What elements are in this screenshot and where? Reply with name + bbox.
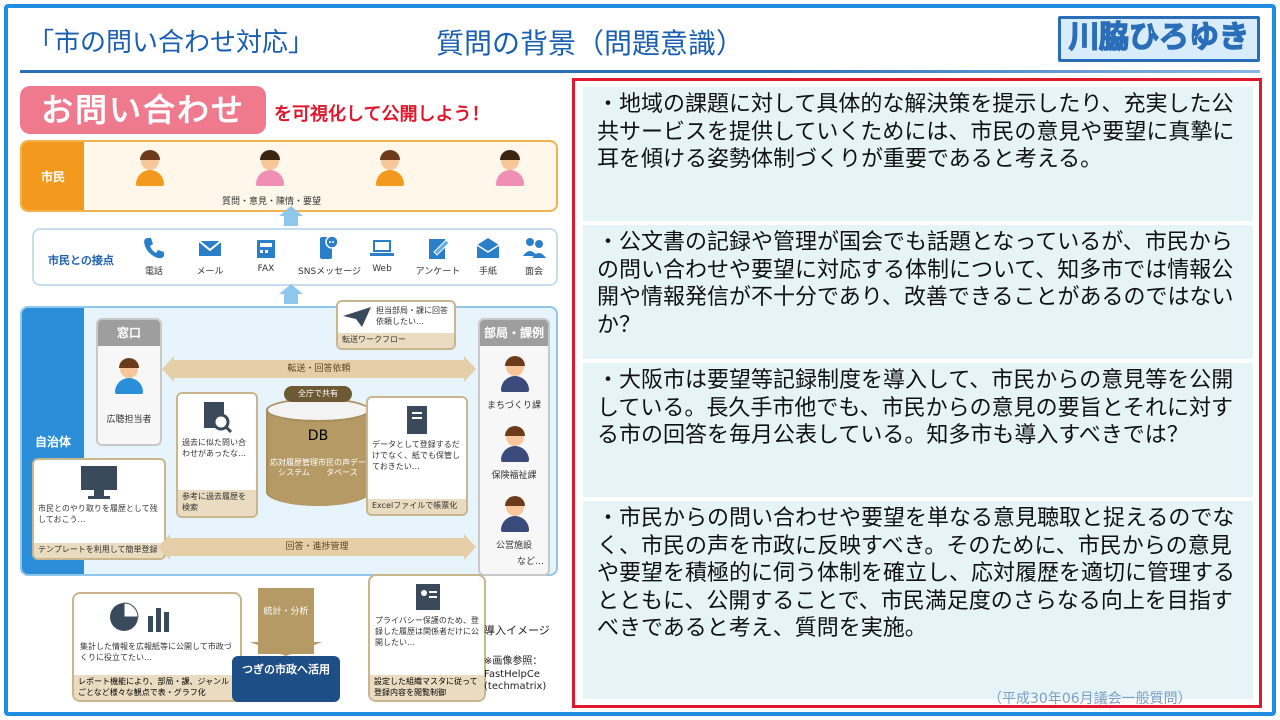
paragraph-2: ・公文書の記録や管理が国会でも話題となっているが、市民からの問い合わせや要望に対… xyxy=(583,225,1253,359)
infographic: お問い合わせ を可視化して公開しよう！ 市民 質問・意見・陳情・要望 市民との接… xyxy=(14,80,566,710)
pie-bar-chart-icon xyxy=(110,602,169,632)
database-cylinder: 全庁で共有 DB 応対履歴管理システム 市民の声データベース xyxy=(266,386,370,512)
template-callout-foot: テンプレートを利用して簡単登録 xyxy=(34,543,164,558)
data-callout-foot: Excelファイルで帳票化 xyxy=(368,499,466,514)
survey-icon xyxy=(429,239,450,259)
past-callout-foot: 参考に過去履歴を検索 xyxy=(178,490,256,516)
down-arrow-head-icon xyxy=(250,642,322,656)
paragraph-4: ・市民からの問い合わせや要望を単なる意見聴取と捉えるのでなく、市民の声を市政に反… xyxy=(583,501,1253,699)
privacy-foot: 設定した組織マスタに従って登録内容を閲覧制御 xyxy=(370,675,484,700)
department-role: まちづくり課 xyxy=(486,401,541,411)
department-column: 部局・課例 まちづくり課 保険福祉課 公営施設 など… xyxy=(478,318,550,576)
statistics-box: 集計した情報を広報紙等に公開して市政づくりに役立てたい… レポート機能により、部… xyxy=(72,592,242,702)
statistics-text: 集計した情報を広報紙等に公開して市政づくりに役立てたい… xyxy=(80,642,232,662)
staff-icon xyxy=(497,426,533,462)
citizen-person-icon xyxy=(132,150,168,186)
next-policy-box: つぎの市政へ活用 xyxy=(232,656,340,702)
channel-mail: メール xyxy=(182,234,238,277)
up-arrow-icon xyxy=(279,284,303,304)
department-role: 保険福祉課 xyxy=(491,471,537,481)
channel-survey: アンケート xyxy=(410,234,466,277)
forward-callout: 担当部局・課に回答依頼したい… 転送ワークフロー xyxy=(336,300,456,350)
phone-icon xyxy=(144,238,164,259)
window-role: 広聴担当者 xyxy=(106,415,152,425)
forward-callout-foot: 転送ワークフロー xyxy=(338,333,454,348)
privacy-box: プライバシー保護のため、登録した履歴は関係者だけに公開したい… 設定した組織マス… xyxy=(368,574,486,702)
data-callout-text: データとして登録するだけでなく、紙でも保管しておきたい… xyxy=(372,440,460,471)
past-history-callout: 過去に似た問い合わせがあったな… 参考に過去履歴を検索 xyxy=(176,392,258,518)
channel-sns: SNSメッセージ xyxy=(298,234,361,277)
channel-web: Web xyxy=(354,234,410,274)
letter-icon xyxy=(476,238,500,258)
citizen-box: 市民 質問・意見・陳情・要望 xyxy=(20,140,558,212)
channel-label: メール xyxy=(196,267,224,277)
document-search-icon xyxy=(204,402,233,434)
citizen-items-text: 質問・意見・陳情・要望 xyxy=(222,197,322,207)
db-left-label: 応対履歴管理システム xyxy=(270,458,318,477)
sns-message-icon xyxy=(320,235,339,259)
template-callout: 市民とのやり取りを履歴として残しておこう… テンプレートを利用して簡単登録 xyxy=(32,458,166,560)
text-panel: ・地域の課題に対して具体的な解決策を提示したり、充実した公共サービスを提供してい… xyxy=(572,78,1262,708)
image-caption: 導入イメージ xyxy=(484,624,550,637)
department-more: など… xyxy=(516,557,544,567)
forward-callout-text: 担当部局・課に回答依頼したい… xyxy=(376,306,448,326)
channel-label: Web xyxy=(372,264,392,274)
staff-icon xyxy=(497,496,533,532)
past-callout-text: 過去に似た問い合わせがあったな… xyxy=(182,438,246,458)
mail-icon xyxy=(198,240,222,256)
statistics-arrow-label: 統計・分析 xyxy=(263,607,309,617)
channel-label: 面会 xyxy=(524,267,543,277)
up-arrow-icon xyxy=(279,206,303,226)
paragraph-3: ・大阪市は要望等記録制度を導入して、市民からの意見等を公開している。長久手市他で… xyxy=(583,363,1253,497)
privacy-text: プライバシー保護のため、登録した履歴は関係者だけに公開したい… xyxy=(375,616,479,647)
statistics-foot: レポート機能により、部局・課、ジャンルごとなど様々な観点で表・グラフ化 xyxy=(74,675,240,700)
channel-label: アンケート xyxy=(415,267,461,277)
channel-label: 手紙 xyxy=(478,267,497,277)
monitor-icon xyxy=(81,466,117,499)
db-share-label: 全庁で共有 xyxy=(284,386,352,402)
header-divider xyxy=(20,70,1260,73)
citizen-person-icon xyxy=(492,150,528,186)
channel-meeting: 面会 xyxy=(506,234,562,277)
db-label: DB xyxy=(307,428,329,444)
staff-icon xyxy=(497,356,533,392)
inquiry-banner: お問い合わせ xyxy=(20,86,266,134)
template-callout-text: 市民とのやり取りを履歴として残しておこう… xyxy=(38,504,158,524)
paper-plane-icon xyxy=(343,307,371,327)
citizen-label: 市民 xyxy=(22,142,84,210)
channel-label: 電話 xyxy=(144,267,163,277)
citizen-person-icon xyxy=(372,150,408,186)
channel-label: SNSメッセージ xyxy=(298,267,361,277)
contact-box: 市民との接点 電話 メール FAX SNSメッセージ Web アンケート 手紙 xyxy=(32,228,558,286)
id-card-icon xyxy=(416,584,440,610)
banner-tail-text: を可視化して公開しよう！ xyxy=(274,104,490,125)
window-head: 窓口 xyxy=(98,320,160,346)
db-right-label: 市民の声データベース xyxy=(318,458,366,477)
paragraph-1: ・地域の課題に対して具体的な解決策を提示したり、充実した公共サービスを提供してい… xyxy=(583,87,1253,221)
meeting-icon xyxy=(523,238,546,258)
channel-fax: FAX xyxy=(238,234,294,274)
channel-label: FAX xyxy=(257,264,275,274)
slide-frame xyxy=(4,4,1276,716)
fax-icon xyxy=(257,240,275,258)
department-head: 部局・課例 xyxy=(480,320,548,346)
window-column: 窓口 広聴担当者 xyxy=(96,318,162,446)
laptop-icon xyxy=(370,240,394,256)
author-badge: 川脇ひろゆき xyxy=(1058,16,1260,62)
image-reference: ※画像参照：FastHelpCe (techmatrix) xyxy=(484,656,547,692)
header-center-title: 質問の背景（問題意識） xyxy=(436,27,745,60)
binder-icon xyxy=(407,406,427,434)
header-left-title: 「市の問い合わせ対応」 xyxy=(28,28,315,58)
channel-phone: 電話 xyxy=(126,234,182,277)
flow-forward-bar: 転送・回答依頼 xyxy=(162,356,476,382)
contact-title: 市民との接点 xyxy=(48,254,114,267)
department-role: 公営施設 xyxy=(495,541,532,551)
citizen-person-icon xyxy=(252,150,288,186)
channel-letter: 手紙 xyxy=(460,234,516,277)
flow-progress-bar: 回答・進捗管理 xyxy=(158,534,476,560)
data-register-callout: データとして登録するだけでなく、紙でも保管しておきたい… Excelファイルで帳… xyxy=(366,396,468,516)
footer-note: （平成30年06月議会一般質問） xyxy=(988,691,1192,707)
operator-icon xyxy=(111,358,147,394)
